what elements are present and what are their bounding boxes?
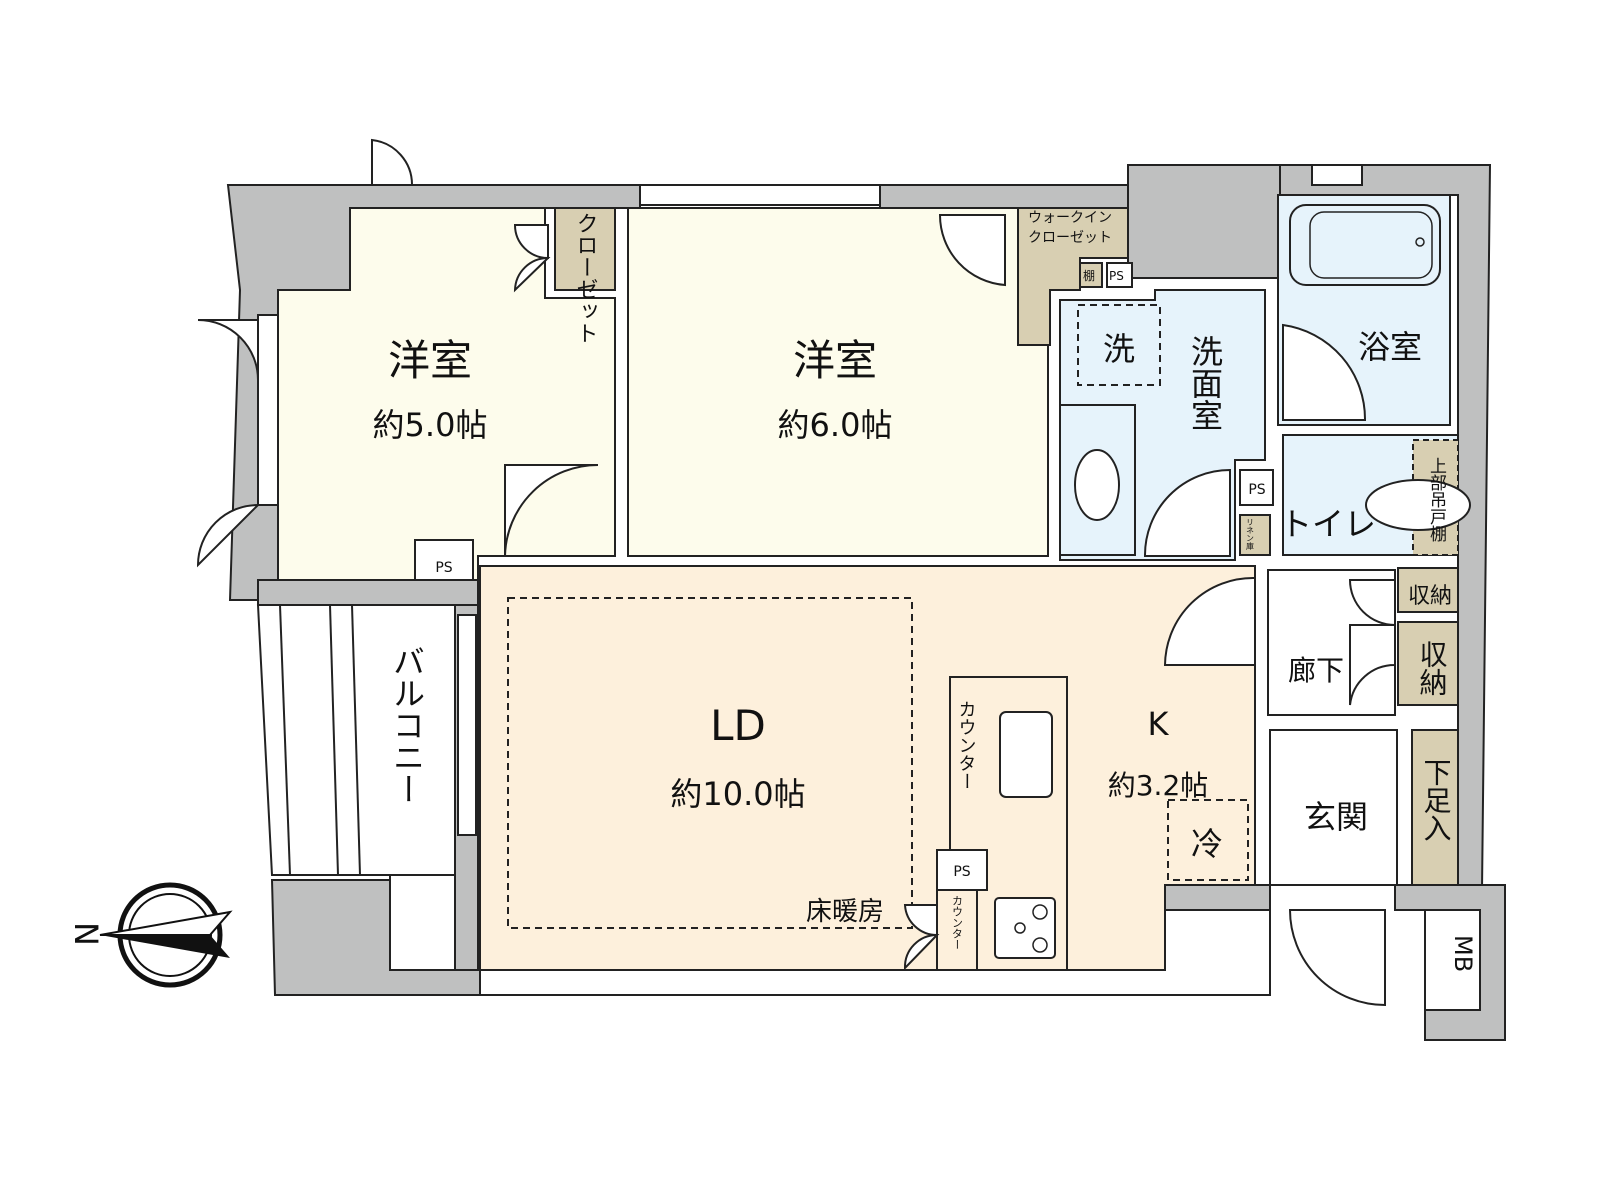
mb-label: MB [1449, 935, 1477, 972]
ps-box-left [414, 539, 474, 581]
walk-in-closet [1017, 207, 1129, 346]
floor-heating-area [507, 597, 913, 929]
door-ldk[interactable] [1163, 576, 1256, 666]
bath-name: 浴室 [1358, 328, 1422, 366]
ld-name: LD [710, 701, 766, 750]
window-ld [457, 614, 477, 836]
storage-label-1: 収納 [1408, 584, 1452, 609]
storage-2 [1397, 621, 1459, 706]
toilet-name: トイレ [1280, 505, 1376, 543]
bathtub [1289, 204, 1441, 286]
balcony-name: バルコニー [388, 645, 426, 805]
hallway-name: 廊下 [1288, 654, 1344, 687]
door-western-1[interactable] [504, 464, 599, 557]
mb-box [1424, 909, 1481, 1011]
wic-label-2: クローゼット [1028, 230, 1112, 246]
window-top-2 [1311, 164, 1363, 186]
linen-closet [1239, 514, 1271, 556]
window-left [257, 314, 279, 506]
window-door-top[interactable] [371, 138, 414, 186]
fridge-label: 冷 [1191, 825, 1223, 863]
north-label: N [67, 922, 105, 946]
shoe-box-label: 下足入 [1420, 758, 1453, 842]
counter-small [936, 889, 978, 971]
ps-label-wash: PS [1248, 482, 1265, 498]
shoe-box [1411, 729, 1459, 886]
entrance-name: 玄関 [1304, 798, 1368, 836]
door-washroom[interactable] [1143, 468, 1231, 557]
north-arrow-icon: N [67, 882, 233, 988]
washroom-name: 洗面室 [1186, 335, 1224, 431]
fridge-space [1167, 799, 1249, 881]
ps-kitchen [936, 849, 988, 891]
wic-label-1: ウォークイン [1028, 210, 1112, 226]
floor-heating-label: 床暖房 [806, 897, 884, 927]
window-door-left-2[interactable] [196, 503, 261, 568]
western-room-1-name: 洋室 [388, 336, 472, 385]
ld-size: 約10.0帖 [670, 775, 805, 813]
toilet-bowl [1365, 479, 1471, 531]
upper-shelf-label: 上部吊戸棚 [1426, 457, 1447, 543]
ps-label-top: PS [1109, 269, 1124, 283]
closet-label: クローゼット [573, 212, 598, 344]
washer-space [1077, 304, 1161, 386]
storage-label-2: 収納 [1416, 640, 1449, 696]
storage-1 [1397, 567, 1459, 613]
shelf-label: 棚 [1083, 268, 1095, 283]
floor-heating-door[interactable] [903, 904, 940, 971]
closet-1 [554, 207, 616, 291]
kitchen-sink [999, 711, 1053, 798]
window-top-1 [639, 184, 881, 206]
ps-box-top [1106, 262, 1133, 288]
door-western-2[interactable] [938, 214, 1006, 287]
doors[interactable] [196, 138, 1396, 1007]
door-bath[interactable] [1282, 323, 1367, 421]
closet-door[interactable] [513, 224, 551, 293]
storage-doors[interactable] [1348, 579, 1396, 706]
wash-basin [1074, 449, 1120, 521]
western-room-2-name: 洋室 [793, 336, 877, 385]
kitchen-name: K [1148, 705, 1170, 743]
entrance [1269, 729, 1398, 886]
balcony-unit [389, 874, 456, 971]
kitchen-size: 約3.2帖 [1108, 769, 1209, 802]
ps-label-kitchen: PS [953, 864, 970, 880]
western-room-1-size: 約5.0帖 [373, 406, 488, 444]
ps-label-left: PS [435, 560, 452, 576]
washer-label: 洗 [1103, 330, 1135, 368]
door-entrance[interactable] [1288, 909, 1386, 1007]
shelf-box [1079, 262, 1103, 288]
western-room-2-size: 約6.0帖 [778, 406, 893, 444]
window-door-left-1[interactable] [197, 319, 259, 381]
counter-label-2: カウンター [951, 895, 964, 950]
linen-label: リネン庫 [1246, 518, 1255, 551]
ps-box-wash [1239, 469, 1274, 506]
counter-label-1: カウンター [956, 700, 977, 790]
